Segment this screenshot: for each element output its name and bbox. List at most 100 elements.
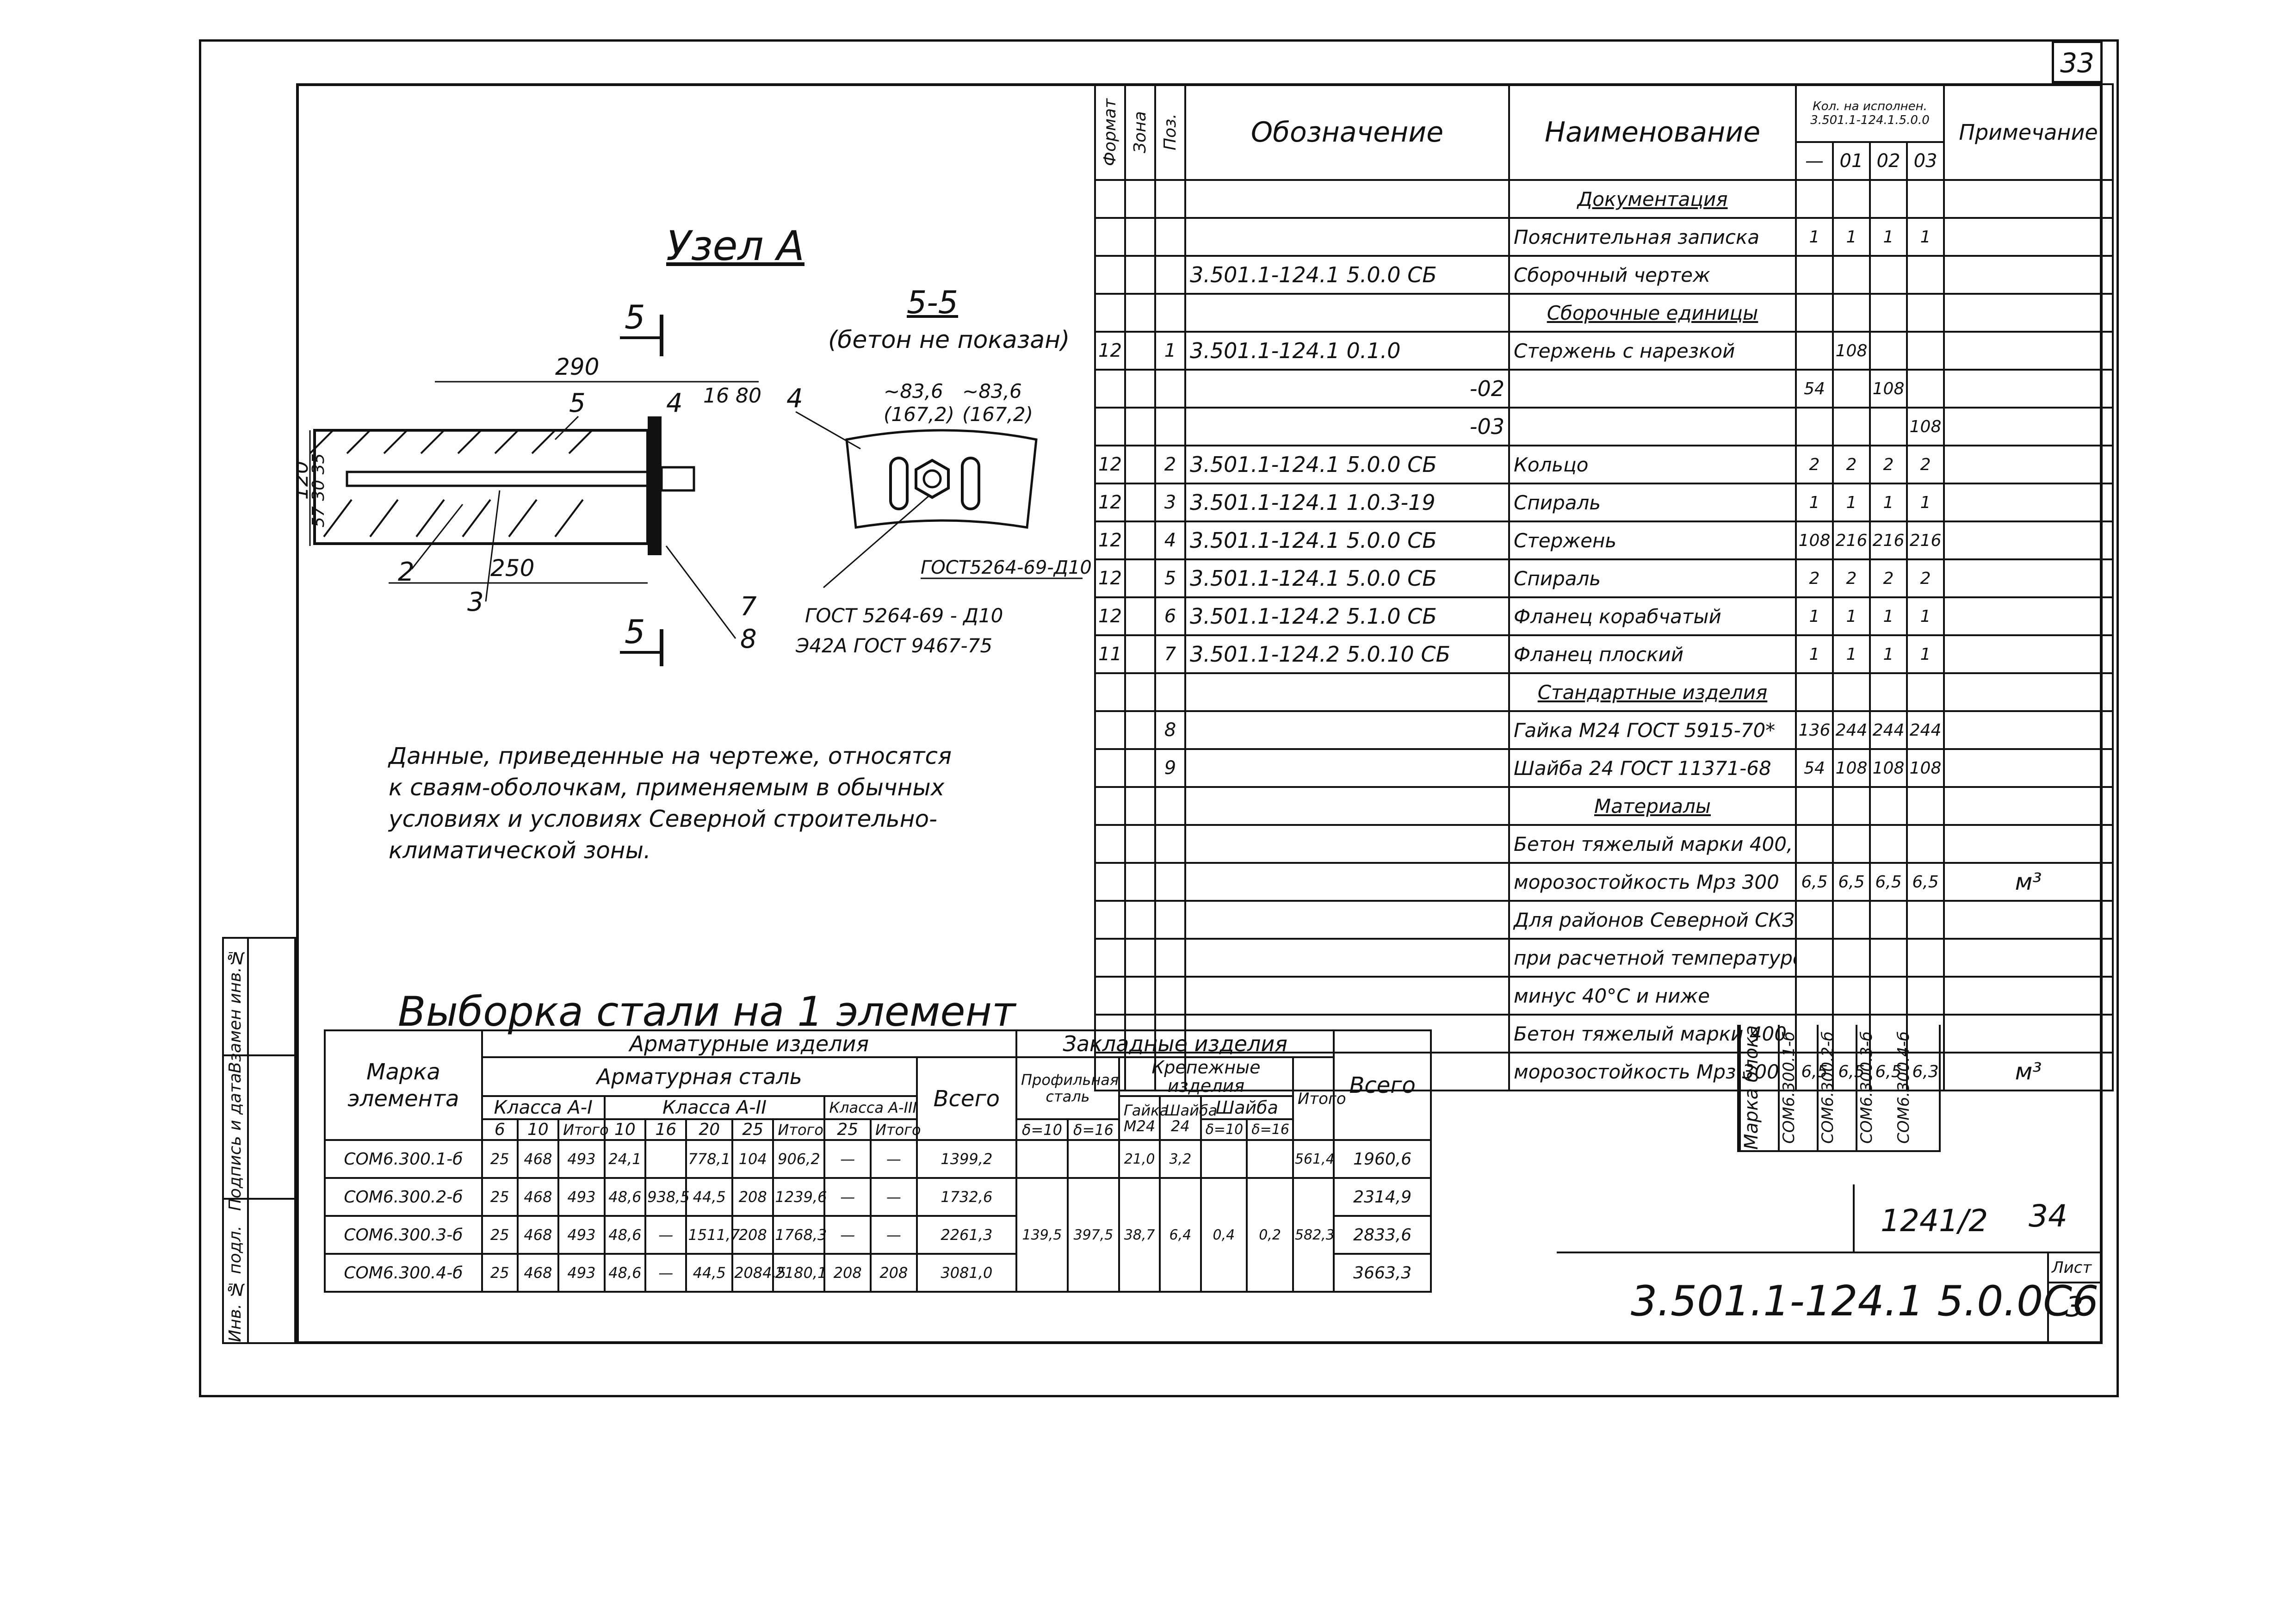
detail-drawing: 5 5 290 16 80 250 120 57 30 35 2 3 5 4 7…	[296, 298, 761, 666]
spec-note-cell	[1943, 483, 2114, 522]
spec-name-cell: Пояснительная записка	[1508, 217, 1797, 257]
spec-format-cell	[1094, 217, 1126, 257]
spec-qty-cell	[1906, 900, 1945, 940]
spec-format-cell	[1094, 862, 1126, 902]
spec-name-cell: минус 40°С и ниже	[1508, 976, 1797, 1016]
spec-format-cell	[1094, 824, 1126, 864]
spec-qty-cell	[1832, 293, 1871, 333]
spec-name-cell: при расчетной температуре	[1508, 938, 1797, 978]
spec-note-cell	[1943, 824, 2114, 864]
spec-qty-cell: 1	[1869, 596, 1908, 636]
spec-qty-cell	[1795, 938, 1834, 978]
callout-7: 7	[740, 592, 757, 622]
steel-value-cell: 2180,1	[772, 1253, 827, 1293]
spec-zone-cell	[1124, 179, 1156, 219]
spec-note-cell	[1943, 521, 2114, 560]
spec-designation-cell: 3.501.1-124.1 5.0.0 СБ	[1184, 445, 1510, 484]
spec-designation-cell	[1184, 672, 1510, 712]
steel-value-cell: 468	[516, 1253, 560, 1293]
spec-row: Для районов Северной СКЗ	[1094, 900, 2114, 940]
spec-qty-cell	[1832, 255, 1871, 295]
spec-designation-cell: 3.501.1-124.2 5.0.10 СБ	[1184, 634, 1510, 674]
steel-hdr-delta10b: δ=10	[1200, 1118, 1248, 1141]
spec-zone-cell	[1124, 596, 1156, 636]
emb-washer-10	[1200, 1139, 1248, 1179]
spec-qty-cell: 2	[1795, 445, 1834, 484]
spec-qty-cell	[1795, 786, 1834, 826]
spec-qty-cell	[1795, 179, 1834, 219]
spec-qty-cell	[1832, 938, 1871, 978]
hdr-note: Примечание	[1943, 83, 2114, 181]
spec-qty-cell: 6,5	[1869, 1052, 1908, 1091]
spec-pos-cell	[1154, 407, 1186, 446]
spec-qty-cell: 2	[1906, 445, 1945, 484]
spec-note-cell	[1943, 445, 2114, 484]
spec-note-cell	[1943, 976, 2114, 1016]
spec-qty-cell	[1906, 938, 1945, 978]
spec-designation-cell	[1184, 748, 1510, 788]
spec-qty-cell	[1795, 1014, 1834, 1053]
spec-qty-cell: 108	[1795, 521, 1834, 560]
spec-qty-cell	[1906, 824, 1945, 864]
spec-qty-cell	[1869, 938, 1908, 978]
spec-pos-cell: 5	[1154, 558, 1186, 598]
steel-hdr-d6: 6	[481, 1118, 519, 1141]
spec-note-cell	[1943, 748, 2114, 788]
spec-qty-cell	[1906, 293, 1945, 333]
hdr-qty: Кол. на исполнен.3.501.1-124.1.5.0.0	[1795, 83, 1945, 143]
dim-250: 250	[490, 555, 534, 582]
steel-value-cell: —	[823, 1215, 872, 1255]
spec-name-cell: Стандартные изделия	[1508, 672, 1797, 712]
steel-hdr-class-a3: Класса А-III	[823, 1095, 918, 1120]
spec-row: Стандартные изделия	[1094, 672, 2114, 712]
spec-designation-cell: -02	[1184, 369, 1510, 409]
spec-format-cell	[1094, 293, 1126, 333]
steel-title: Выборка стали на 1 элемент	[398, 988, 1016, 1035]
spec-designation-cell	[1184, 900, 1510, 940]
spec-zone-cell	[1124, 672, 1156, 712]
sheet-label: Лист	[2052, 1258, 2092, 1277]
emb-nut: 38,7	[1118, 1177, 1161, 1293]
note-line-2: к сваям-оболочкам, применяемым в обычных	[389, 774, 945, 801]
spec-designation-cell	[1184, 179, 1510, 219]
hdr-exec-3: 03	[1906, 141, 1945, 181]
spec-row: Бетон тяжелый марки 400,	[1094, 824, 2114, 864]
spec-pos-cell	[1154, 976, 1186, 1016]
spec-note-cell	[1943, 786, 2114, 826]
steel-mark-cell: СОМ6.300.2-б	[324, 1177, 483, 1217]
emb-profile-10: 139,5	[1015, 1177, 1069, 1293]
spec-qty-cell	[1869, 1014, 1908, 1053]
steel-value-cell: 208	[731, 1177, 774, 1217]
spec-qty-cell: 6,5	[1869, 862, 1908, 902]
drawing-designation: 3.501.1-124.1 5.0.0C6	[1631, 1277, 2099, 1326]
spec-qty-cell	[1832, 672, 1871, 712]
spec-qty-cell: 54	[1795, 369, 1834, 409]
weld-1: ГОСТ5264-69-Д10	[921, 557, 1092, 578]
steel-value-cell: —	[870, 1139, 918, 1179]
spec-zone-cell	[1124, 521, 1156, 560]
steel-value-cell: 104	[731, 1139, 774, 1179]
spec-pos-cell	[1154, 862, 1186, 902]
spec-zone-cell	[1124, 407, 1156, 446]
spec-qty-cell: 6,5	[1906, 862, 1945, 902]
steel-value-cell: 468	[516, 1177, 560, 1217]
steel-value-cell: 48,6	[603, 1215, 647, 1255]
spec-designation-cell: 3.501.1-124.1 1.0.3-19	[1184, 483, 1510, 522]
steel-value-cell: 24,1	[603, 1139, 647, 1179]
dim-120: 120	[296, 461, 313, 500]
spec-qty-cell: 1	[1869, 483, 1908, 522]
steel-mark-cell: СОМ6.300.1-б	[324, 1139, 483, 1179]
spec-designation-cell: 3.501.1-124.1 5.0.0 СБ	[1184, 558, 1510, 598]
svg-text:(167,2): (167,2)	[884, 403, 954, 426]
spec-name-cell: Гайка М24 ГОСТ 5915-70*	[1508, 710, 1797, 750]
spec-format-cell	[1094, 672, 1126, 712]
steel-value-cell: 208	[823, 1253, 872, 1293]
spec-format-cell	[1094, 710, 1126, 750]
spec-name-cell	[1508, 369, 1797, 409]
